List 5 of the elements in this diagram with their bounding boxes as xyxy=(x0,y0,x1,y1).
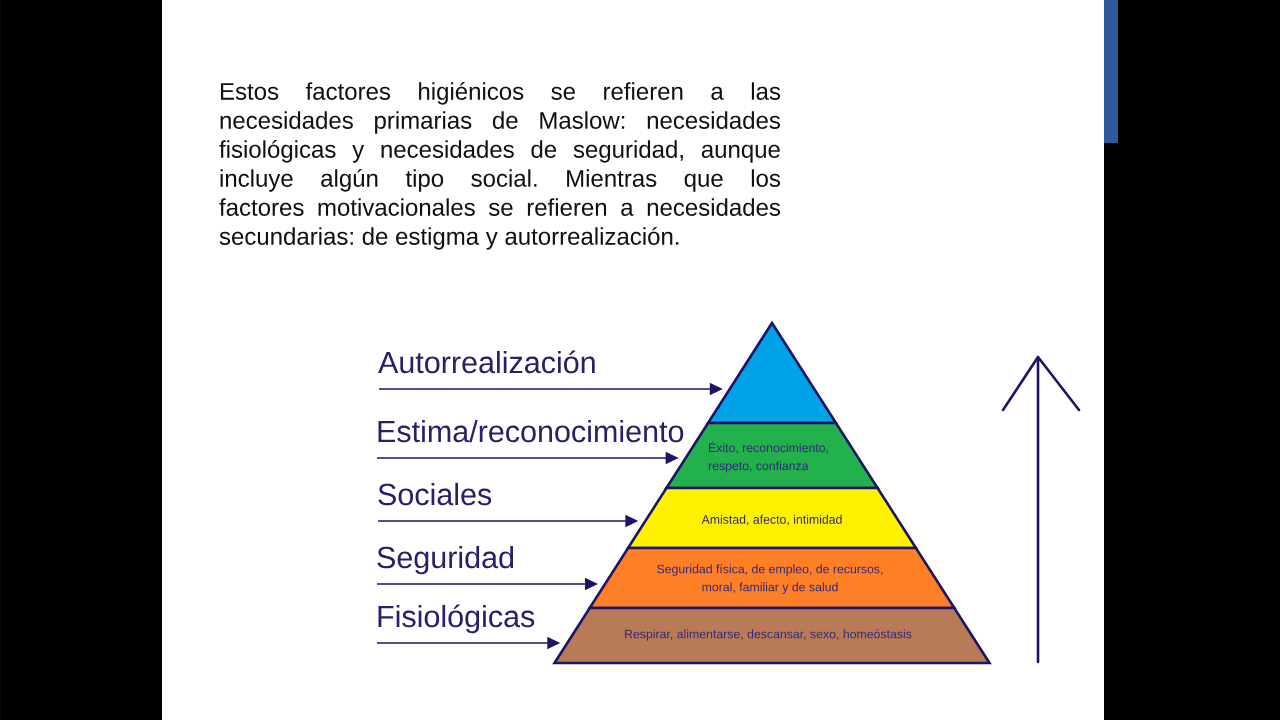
paragraph: Estos factores higiénicos se refieren a las necesidades primarias de Maslow: necesidades fisiológicas y necesidades de seguridad, aunque incluye algún tipo social. Mientras que los factores motivacionales se refieren a necesidades secundarias: de estigma y autorrealización. xyxy=(219,82,781,250)
level-label: Sociales xyxy=(378,482,492,506)
level-label: Fisiológicas xyxy=(378,604,535,634)
level-label: Autorrealización xyxy=(378,350,595,374)
level-label: Seguridad xyxy=(377,545,514,575)
